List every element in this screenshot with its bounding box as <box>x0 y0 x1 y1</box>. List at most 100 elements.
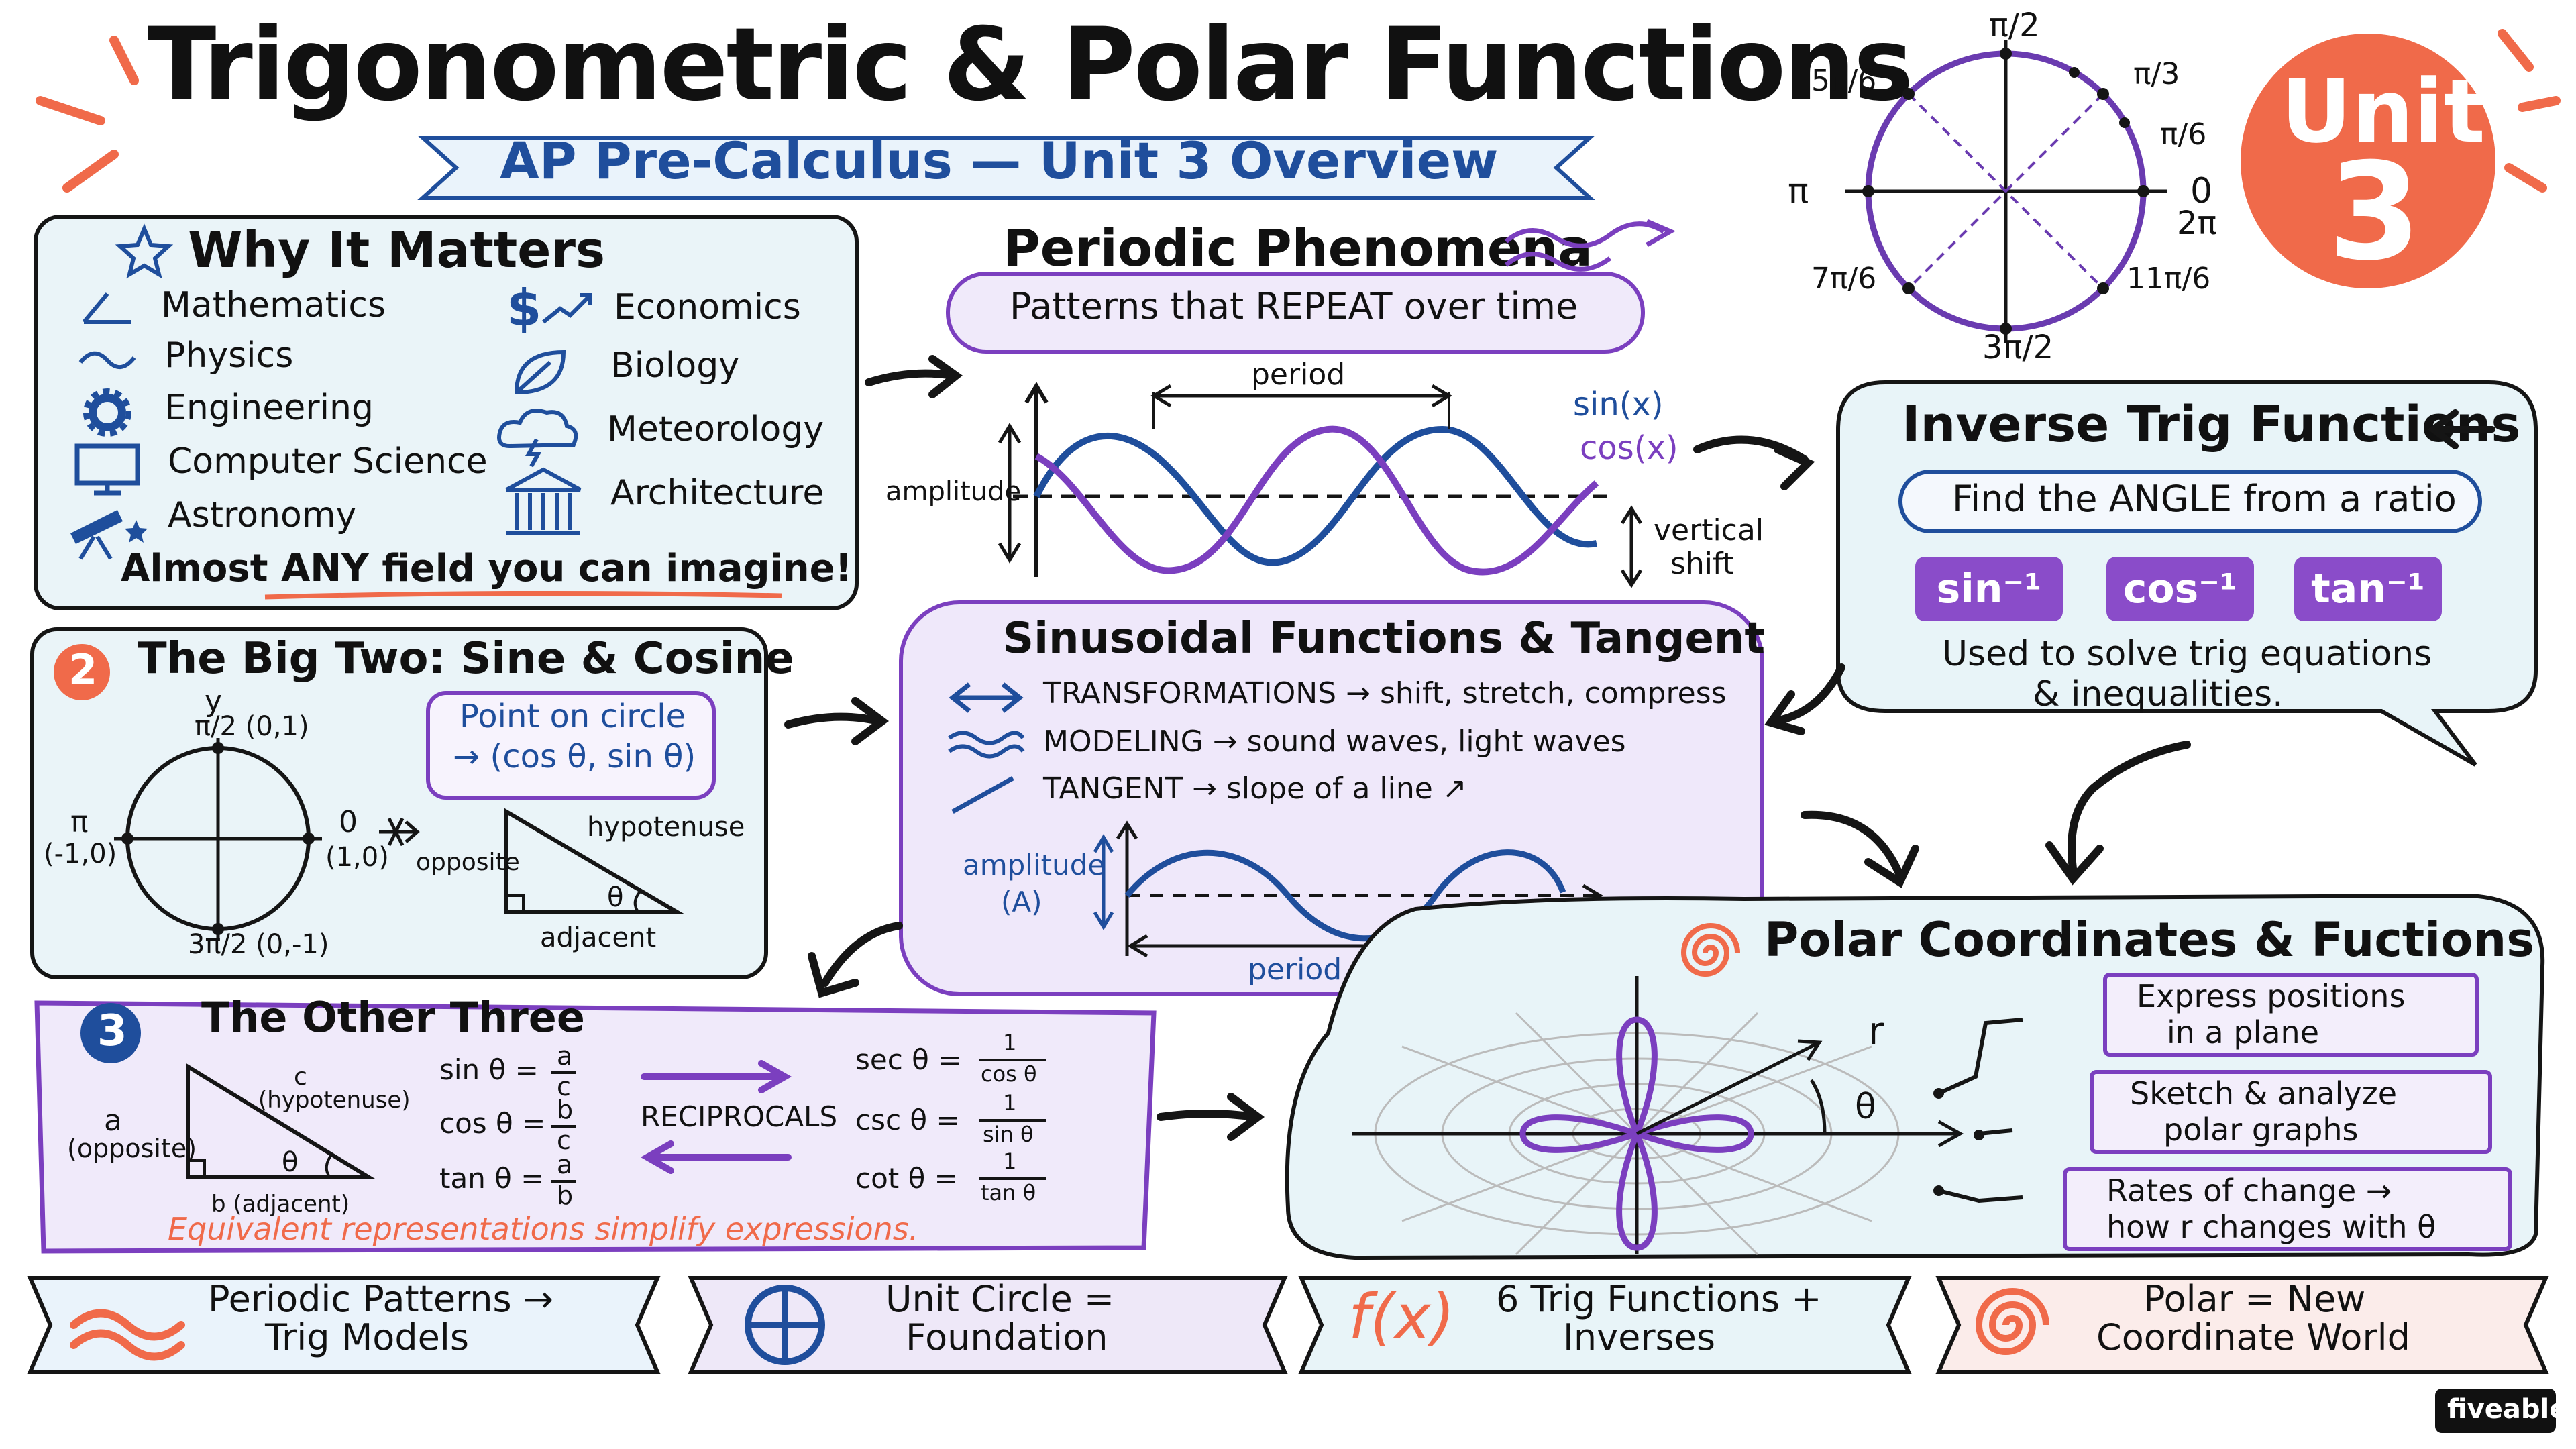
point-on-circle-line-2: → (cos θ, sin θ) <box>453 738 696 775</box>
unit-circle-diagram <box>1845 40 2167 342</box>
bt-hyp-label: hypotenuse <box>587 812 745 843</box>
ot-sin-eq: sin θ = <box>439 1053 539 1086</box>
bt-right-label: 0 <box>339 805 358 839</box>
point-on-circle-box <box>426 691 716 800</box>
unit-badge-label: Unit <box>2281 60 2485 162</box>
periodic-subtitle: Patterns that REPEAT over time <box>1010 285 1578 327</box>
periodic-vshift-label: vertical <box>1654 513 1764 547</box>
gear-icon <box>83 388 131 437</box>
ot-csc-num: 1 <box>1003 1090 1017 1116</box>
why-item-astronomy: Astronomy <box>168 495 357 535</box>
ot-cot-eq: cot θ = <box>855 1162 958 1195</box>
polar-item-2-line-2: polar graphs <box>2163 1112 2359 1148</box>
slope-line-icon <box>951 775 1014 814</box>
arrow-sinusoid-to-other <box>808 922 903 998</box>
wave-pattern-icon <box>70 1309 185 1361</box>
ot-cos-bar <box>551 1125 576 1128</box>
periodic-vshift-label-2: shift <box>1670 547 1735 581</box>
ot-tan-eq: tan θ = <box>439 1162 545 1195</box>
ot-sec-num: 1 <box>1003 1030 1017 1055</box>
section-2-number: 2 <box>68 645 98 694</box>
tag-arctan: tan⁻¹ <box>2294 557 2442 621</box>
page-subtitle: AP Pre-Calculus — Unit 3 Overview <box>500 131 1499 191</box>
footer-2-line-1: Unit Circle = <box>885 1278 1115 1320</box>
why-it-matters-panel <box>34 215 859 610</box>
ot-sin-den: c <box>557 1072 571 1102</box>
double-arrow-icon <box>949 682 1024 713</box>
big-two-title: The Big Two: Sine & Cosine <box>138 634 794 684</box>
uc-label-pi6: π/6 <box>2160 117 2207 152</box>
ot-tan-bar <box>551 1180 576 1183</box>
ot-tan-num: a <box>557 1150 573 1179</box>
subtitle-ribbon <box>417 136 1595 200</box>
inverse-title: Inverse Trig Functions <box>1902 396 2521 453</box>
ot-csc-eq: csc θ = <box>855 1104 960 1136</box>
footer-banner-1 <box>27 1276 661 1374</box>
footer-fx-icon: f(x) <box>1348 1281 1455 1353</box>
uc-label-pi3: π/3 <box>2133 57 2180 91</box>
arrow-inverse-to-sinusoid <box>1764 663 1845 735</box>
wave-icon <box>78 351 136 369</box>
right-triangle-diagram <box>379 808 686 914</box>
why-title: Why It Matters <box>188 221 606 279</box>
ot-sin-num: a <box>557 1041 573 1071</box>
polar-item-1-line-1: Express positions <box>2137 978 2406 1014</box>
inverse-note-2: & inequalities. <box>2033 674 2284 714</box>
footer-banner-4 <box>1935 1276 2549 1374</box>
polar-theta-label: θ <box>1855 1087 1876 1127</box>
sinusoid-amp-label-2: (A) <box>1001 885 1042 918</box>
page-title: Trigonometric & Polar Functions <box>148 7 1913 123</box>
reciprocals-label: RECIPROCALS <box>641 1100 838 1133</box>
polar-item-3-box <box>2063 1167 2512 1251</box>
monitor-icon <box>74 443 140 496</box>
ot-cos-den: c <box>557 1126 571 1155</box>
why-item-biology: Biology <box>610 345 739 386</box>
inverse-note-1: Used to solve trig equations <box>1942 634 2432 674</box>
polar-title: Polar Coordinates & Fuctions <box>1764 912 2534 967</box>
periodic-amplitude-label: amplitude <box>885 476 1022 507</box>
ot-cos-num: b <box>557 1095 574 1124</box>
polar-connectors <box>1933 1018 2023 1203</box>
why-item-mathematics: Mathematics <box>161 285 386 325</box>
arrow-bigtwo-to-sinusoid <box>784 697 889 745</box>
other-note: Equivalent representations simplify expr… <box>168 1211 919 1247</box>
bt-left-coord: (-1,0) <box>44 839 117 869</box>
reciprocal-arrows <box>640 1060 792 1174</box>
bt-adj-label: adjacent <box>540 922 657 953</box>
ot-b-label: b (adjacent) <box>211 1191 350 1218</box>
periodic-title: Periodic Phenomena <box>1003 218 1593 278</box>
leaf-icon <box>514 350 566 395</box>
ot-csc-bar <box>979 1119 1046 1122</box>
polar-item-3-line-1: Rates of change → <box>2106 1173 2392 1209</box>
bt-theta-label: θ <box>607 882 624 913</box>
other-three-panel <box>34 1000 1157 1254</box>
polar-r-label: r <box>1868 1010 1884 1053</box>
arrow-to-polar-2 <box>2045 741 2191 885</box>
ot-cos-eq: cos θ = <box>439 1107 546 1140</box>
sinusoid-title: Sinusoidal Functions & Tangent <box>1003 614 1766 663</box>
ot-csc-den: sin θ <box>983 1122 1034 1147</box>
why-item-engineering: Engineering <box>164 388 374 428</box>
star-icon <box>115 223 174 279</box>
ot-c-label: c <box>294 1063 307 1091</box>
section-3-number: 3 <box>97 1006 127 1056</box>
ot-sin-bar <box>551 1071 576 1074</box>
sinusoid-amp-label: amplitude <box>963 849 1106 881</box>
ot-sec-den: cos θ <box>981 1061 1037 1087</box>
svg-text:$: $ <box>506 278 541 337</box>
big-two-panel <box>30 627 768 979</box>
section-3-badge <box>80 1003 141 1063</box>
bt-bottom-label: 3π/2 (0,-1) <box>188 929 329 960</box>
footer-1-line-2: Trig Models <box>265 1316 469 1358</box>
periodic-period-label: period <box>1251 358 1346 392</box>
brand-logo[interactable]: fiveable <box>2447 1394 2568 1425</box>
dollar-growth-icon: $ <box>506 278 592 337</box>
point-on-circle-line-1: Point on circle <box>460 698 686 735</box>
storm-cloud-icon <box>497 409 578 468</box>
arrow-left-icon <box>2427 409 2496 449</box>
burst-left-icon <box>36 36 139 193</box>
footer-4-line-1: Polar = New <box>2143 1278 2366 1320</box>
polar-item-2-line-1: Sketch & analyze <box>2130 1075 2398 1112</box>
uc-label-0: 0 <box>2190 171 2213 211</box>
periodic-cos-label: cos(x) <box>1580 429 1678 467</box>
